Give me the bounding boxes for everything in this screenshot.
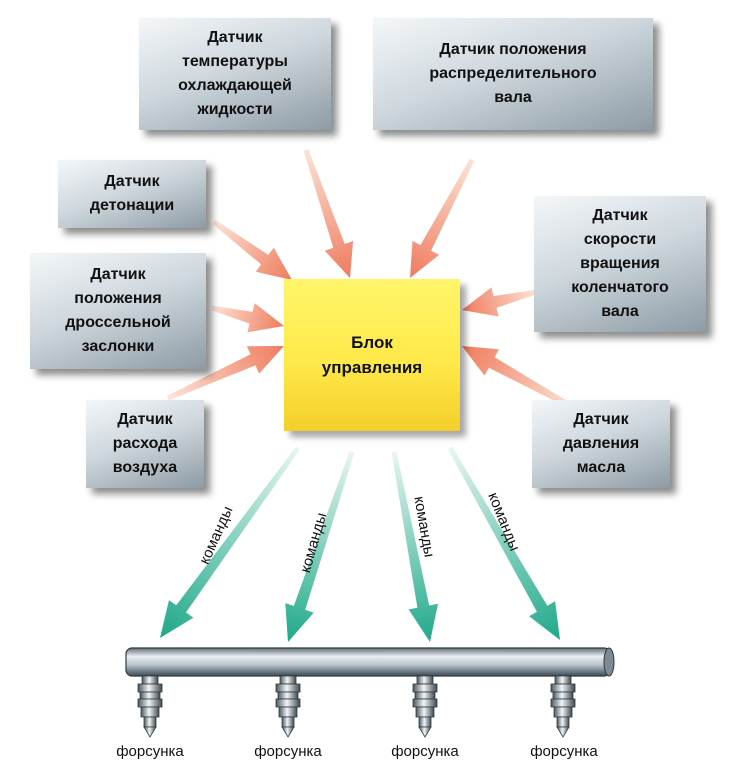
control-unit-box: Блок управления xyxy=(284,279,460,431)
injector-label-3: форсунка xyxy=(391,743,459,760)
sensor-throttle-position: Датчик положения дроссельной заслонки xyxy=(30,253,206,369)
arrow-from-air-flow xyxy=(167,346,284,401)
injector-2 xyxy=(275,675,301,738)
sensor-oil-pressure: Датчик давления масла xyxy=(532,400,670,488)
injector-3 xyxy=(412,675,438,738)
injector-4 xyxy=(550,675,576,738)
command-arrow-1 xyxy=(160,446,300,638)
command-arrow-2 xyxy=(285,451,355,642)
arrow-from-throttle-position xyxy=(211,303,284,333)
sensor-coolant-temperature: Датчик температуры охлаждающей жидкости xyxy=(139,18,331,130)
sensor-knock: Датчик детонации xyxy=(58,160,206,228)
command-arrow-3 xyxy=(391,451,438,642)
injector-label-1: форсунка xyxy=(116,743,184,760)
command-arrow-4 xyxy=(447,446,560,640)
injector-1 xyxy=(137,675,163,738)
fuel-rail xyxy=(125,647,611,677)
arrow-from-crankshaft-speed xyxy=(462,287,537,317)
arrow-from-coolant-temperature xyxy=(303,149,354,278)
arrow-from-camshaft-position xyxy=(410,158,475,278)
arrow-from-oil-pressure xyxy=(462,346,576,411)
injector-label-2: форсунка xyxy=(254,743,322,760)
fuel-rail-end-cap xyxy=(603,647,615,677)
sensor-air-flow: Датчик расхода воздуха xyxy=(86,400,204,488)
sensor-crankshaft-speed: Датчик скорости вращения коленчатого вал… xyxy=(534,196,706,332)
sensor-camshaft-position: Датчик положения распределительного вала xyxy=(373,18,653,130)
injector-label-4: форсунка xyxy=(530,743,598,760)
arrow-from-knock xyxy=(212,220,292,280)
